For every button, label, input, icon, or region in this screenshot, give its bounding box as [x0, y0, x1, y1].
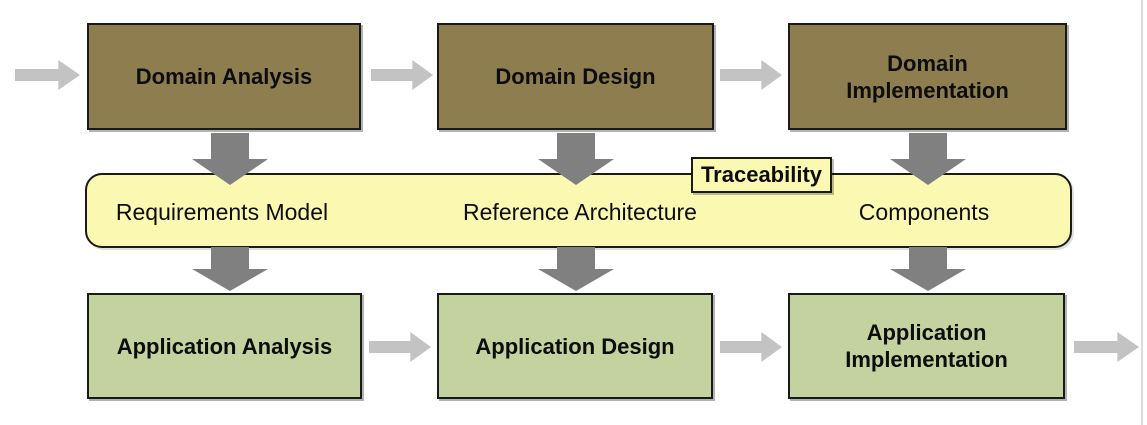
- box-domain-design: Domain Design: [437, 23, 714, 130]
- box-domain-analysis: Domain Analysis: [87, 23, 361, 130]
- box-application-analysis-label: Application Analysis: [116, 333, 333, 359]
- arrow-right-icon: [720, 332, 782, 362]
- arrow-down-icon: [538, 247, 614, 291]
- arrow-right-icon: [15, 60, 80, 90]
- traceability-tag-label: Traceability: [700, 162, 823, 187]
- box-domain-analysis-label: Domain Analysis: [135, 64, 313, 89]
- box-application-design-label: Application Design: [475, 333, 675, 359]
- arrow-down-icon: [890, 247, 966, 291]
- arrow-right-icon: [371, 60, 433, 90]
- arrow-right-icon: [369, 332, 431, 362]
- arrow-down-icon: [192, 133, 268, 185]
- traceability-tag: Traceability: [691, 157, 832, 193]
- box-application-analysis: Application Analysis: [87, 293, 362, 399]
- page-edge-divider: [1141, 0, 1143, 425]
- box-application-implementation: Application Implementation: [788, 293, 1065, 399]
- band-item-requirements-model: Requirements Model: [115, 199, 329, 225]
- band-item-reference-architecture: Reference Architecture: [463, 199, 697, 225]
- arrow-right-icon: [1074, 332, 1139, 362]
- box-domain-implementation: Domain Implementation: [788, 23, 1067, 130]
- band-item-components: Components: [858, 199, 990, 225]
- box-application-design: Application Design: [437, 293, 713, 399]
- arrow-down-icon: [890, 133, 966, 185]
- arrow-down-icon: [538, 133, 614, 185]
- box-domain-implementation-label: Domain Implementation: [846, 50, 1009, 103]
- arrow-right-icon: [720, 60, 782, 90]
- box-domain-design-label: Domain Design: [495, 64, 656, 89]
- box-application-implementation-label: Application Implementation: [845, 320, 1008, 372]
- arrow-down-icon: [192, 247, 268, 291]
